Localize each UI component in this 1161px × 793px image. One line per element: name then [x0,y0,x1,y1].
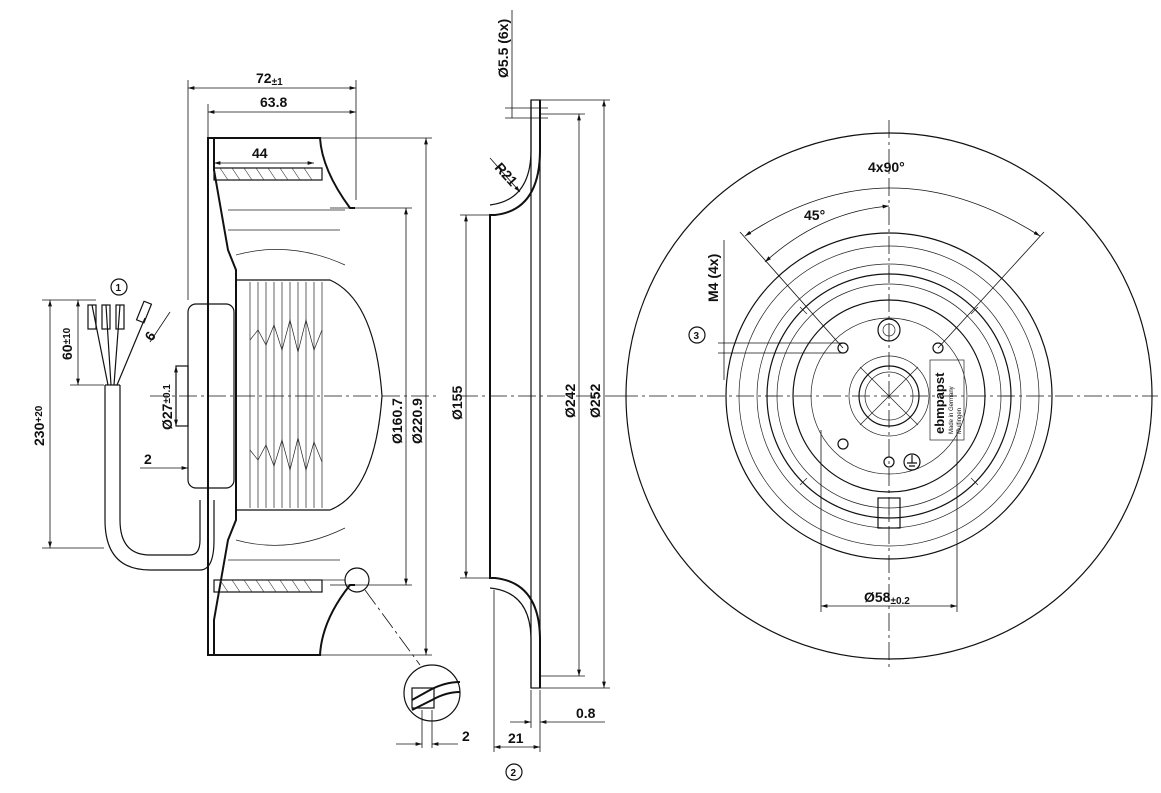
motor-rotor-fins [249,282,323,508]
ring-hub-core [864,371,914,421]
angle-ray-right [937,231,1045,349]
top-boss-inner [882,323,896,337]
dim-line-radius [489,157,521,193]
label-gap-left: 2 [144,451,152,467]
motor-zigzag [249,318,323,472]
angle-ray-left [739,231,844,349]
blade-lines-top [228,209,346,266]
ring-ticks [765,272,1013,520]
dim-line-wire-strip [149,311,171,343]
label-plate-dia: Ø252 [587,384,603,418]
label-width-inner: 63.8 [260,94,287,110]
cable-wires [87,300,153,386]
top-boss [877,318,901,342]
ground-symbol-icon [907,455,917,467]
ring-flange [792,299,986,493]
ground-symbol-circle [903,453,921,471]
front-shroud-bottom [208,584,355,656]
callout-2-circle [505,763,523,781]
brand-line1: Made in Germany [949,386,955,434]
blade-band-top [213,167,323,181]
label-angle-div: 4x90° [868,159,905,175]
label-plate-thk: 0.8 [576,705,596,721]
hub-cross-2 [859,366,919,426]
back-plate [207,137,237,656]
detail-profile [411,681,461,711]
label-ring-dia: Ø242 [562,384,578,418]
callout-3-label: 3 [694,331,700,342]
label-cable-len: 230+20 [31,405,47,446]
callout-1-label: 1 [116,283,122,294]
angle-arc-45 [764,204,890,263]
detail-block [411,687,435,709]
nozzle-profile-outer [489,100,541,688]
label-wire-strip: 6 [141,328,159,344]
ring-hub [858,365,920,427]
ring-hub-outer [848,355,930,437]
label-radius: R21 [492,159,521,189]
ring-motor-b [776,283,1002,509]
mounting-holes [837,342,944,468]
brand-logo: ebmpapst [932,372,947,434]
motor-rotor [235,279,383,511]
detail-marker-circle [344,567,370,593]
label-width-blade: 44 [252,145,268,161]
blade-band-hatching [219,167,313,593]
callout-1-circle [110,278,128,296]
ring-impeller-inner [738,245,1040,547]
callout-2-label: 2 [511,768,517,779]
fan-front-view: ebmpapst Made in Germany Mulfingen 4x90°… [620,120,1158,670]
blade-lines-bottom [228,527,346,581]
blade-band-bottom [213,579,323,593]
angle-arc-90 [744,187,1041,237]
label-cable-strip: 60±10 [59,327,75,360]
label-thread: M4 (4x) [705,254,721,302]
fan-side-view: 72±1 63.8 44 Ø160.7 Ø220.9 Ø27±0.1 2 230… [31,70,470,748]
label-nozzle-depth: 21 [508,730,524,746]
callout-3-circle [688,326,706,344]
nozzle-flange [530,99,541,689]
brand-line2: Mulfingen [957,408,963,434]
ring-flange-inner [810,317,968,475]
outer-plate-ring [625,132,1153,660]
label-outer-dia: Ø220.9 [409,398,425,444]
label-shaft-dia: Ø27±0.1 [159,384,175,430]
cable-outer [104,385,215,571]
label-angle-half: 45° [804,207,825,223]
brand-label: ebmpapst Made in Germany Mulfingen [929,359,965,441]
inlet-nozzle-view: Ø155 Ø242 Ø252 Ø5.5 (6x) R21 21 0.8 2 [449,10,620,781]
label-inlet-dia: Ø160.7 [389,398,405,444]
cable-inner [119,385,201,556]
label-nozzle-dia: Ø155 [449,386,465,420]
nozzle-profile-inner [489,100,532,688]
detail-leader [364,589,421,666]
front-shroud [208,137,355,209]
label-width-total: 72±1 [256,70,283,88]
label-hub-dia: Ø58±0.2 [864,589,910,607]
label-hole-dia: Ø5.5 (6x) [495,19,511,78]
label-detail-gap: 2 [462,728,470,744]
cable-outlet [877,497,901,529]
